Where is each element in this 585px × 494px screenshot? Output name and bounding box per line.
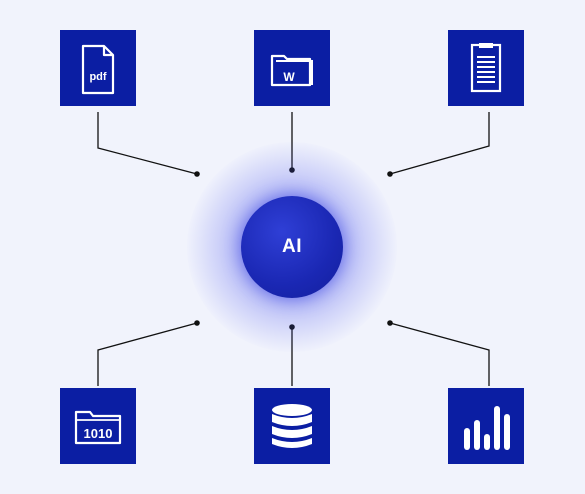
ai-hub: AI xyxy=(241,196,343,298)
connector-dot-binary xyxy=(194,320,200,326)
database-source-tile xyxy=(254,388,330,464)
pdf-file-icon: pdf xyxy=(81,44,115,95)
word-icon-label: W xyxy=(283,70,295,84)
word-folder-icon: W xyxy=(270,54,313,87)
connector-dot-doc xyxy=(387,171,393,177)
connector-pdf xyxy=(97,112,198,175)
connector-chart xyxy=(389,322,490,386)
connector-dot-pdf xyxy=(194,171,200,177)
document-source-tile xyxy=(448,30,524,106)
bar-chart-icon xyxy=(464,406,510,450)
pdf-source-tile: pdf xyxy=(60,30,136,106)
binary-folder-source-tile: 1010 xyxy=(60,388,136,464)
connector-binary xyxy=(97,322,198,386)
word-folder-source-tile: W xyxy=(254,30,330,106)
document-icon xyxy=(470,43,502,93)
binary-folder-icon: 1010 xyxy=(74,410,122,445)
ai-hub-label: AI xyxy=(282,236,302,257)
binary-icon-label: 1010 xyxy=(84,426,113,441)
bar-chart-source-tile xyxy=(448,388,524,464)
connector-dot-chart xyxy=(387,320,393,326)
pdf-icon-label: pdf xyxy=(89,71,106,83)
connector-doc xyxy=(389,112,490,175)
database-icon xyxy=(272,404,312,448)
